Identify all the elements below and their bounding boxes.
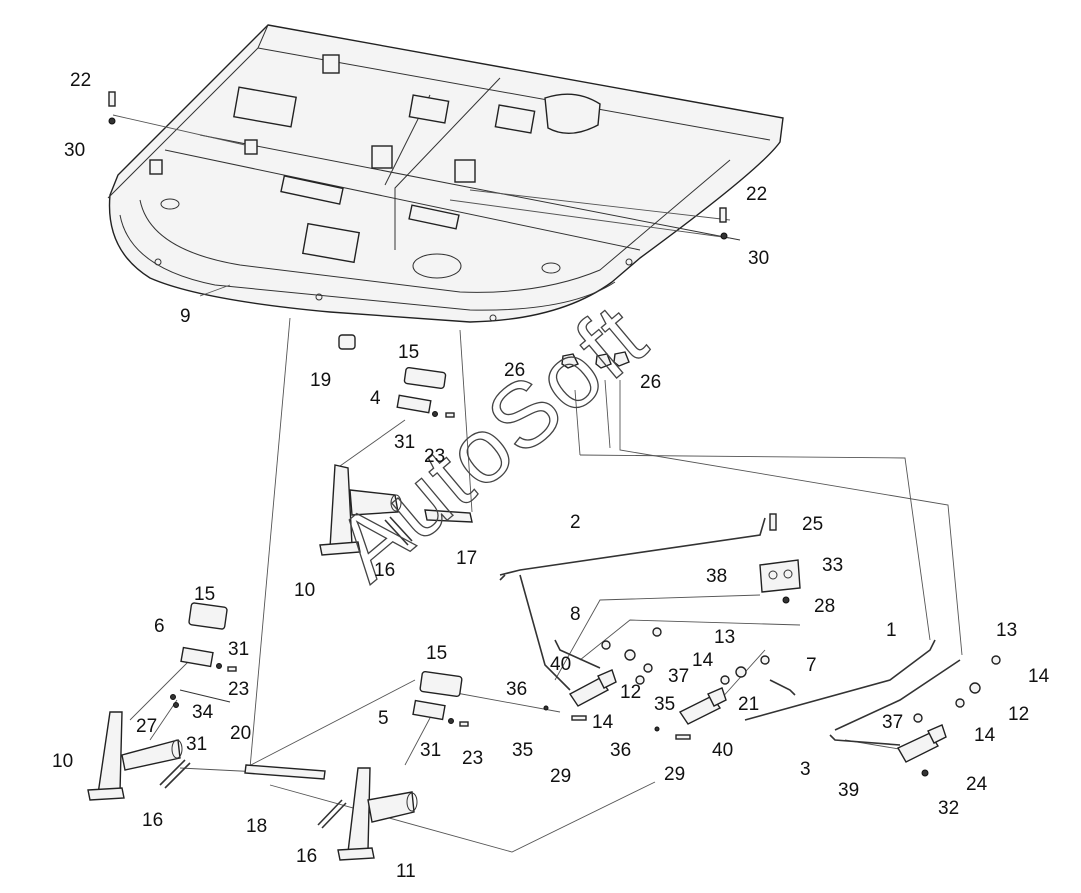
callout-label: 1 — [886, 620, 897, 641]
callout-label: 28 — [814, 596, 835, 617]
callout-label: 23 — [228, 679, 249, 700]
brake-pipes — [499, 517, 961, 746]
callout-label: 40 — [550, 654, 571, 675]
callout-label: 8 — [570, 604, 581, 625]
watermark: AutoSoft — [317, 285, 665, 600]
callout-label: 27 — [136, 716, 157, 737]
callout-label: 21 — [738, 694, 759, 715]
callout-label: 25 — [802, 514, 823, 535]
callout-label: 2 — [570, 512, 581, 533]
callout-label: 7 — [806, 655, 817, 676]
callout-label: 22 — [746, 184, 767, 205]
callout-label: 4 — [370, 388, 381, 409]
callout-label: 22 — [70, 70, 91, 91]
callout-label: 37 — [882, 712, 903, 733]
callout-label: 34 — [192, 702, 214, 723]
callout-label: 20 — [230, 723, 251, 744]
fittings — [601, 627, 1001, 723]
callout-label: 39 — [838, 780, 859, 801]
callout-label: 24 — [966, 774, 988, 795]
callout-label: 16 — [374, 560, 395, 581]
callout-label: 14 — [1028, 666, 1050, 687]
callout-label: 9 — [180, 306, 191, 327]
pedal-assembly-right — [317, 767, 418, 861]
callout-label: 13 — [714, 627, 735, 648]
callout-label: 16 — [142, 810, 163, 831]
callout-label: 18 — [246, 816, 267, 837]
callout-label: 5 — [378, 708, 389, 729]
callout-label: 3 — [800, 759, 811, 780]
hardware-parts — [108, 91, 929, 777]
callout-label: 37 — [668, 666, 689, 687]
callout-label: 36 — [610, 740, 631, 761]
callout-label: 36 — [506, 679, 527, 700]
callout-label: 23 — [424, 446, 445, 467]
callout-label: 15 — [194, 584, 215, 605]
callout-label: 31 — [394, 432, 415, 453]
pedal-assembly-left — [87, 711, 191, 801]
link-rod — [244, 764, 326, 780]
callout-label: 14 — [592, 712, 614, 733]
callout-label: 14 — [692, 650, 714, 671]
callout-label: 23 — [462, 748, 483, 769]
callout-label: 12 — [620, 682, 641, 703]
callout-label: 31 — [228, 639, 249, 660]
callout-label: 11 — [396, 861, 416, 882]
callout-label: 30 — [748, 248, 769, 269]
callout-label: 12 — [1008, 704, 1029, 725]
floor-panel — [107, 24, 784, 323]
callout-label: 17 — [456, 548, 477, 569]
pedal-assembly-upper — [319, 464, 473, 556]
callout-label: 14 — [974, 725, 996, 746]
callout-label: 29 — [664, 764, 685, 785]
master-cylinders — [568, 559, 947, 763]
callout-label: 31 — [186, 734, 207, 755]
callout-label: 31 — [420, 740, 441, 761]
callout-label: 10 — [294, 580, 315, 601]
callout-label: 30 — [64, 140, 85, 161]
callout-label: 10 — [52, 751, 73, 772]
callout-label: 6 — [154, 616, 165, 637]
callout-label: 26 — [504, 360, 525, 381]
callout-label: 15 — [398, 342, 419, 363]
callout-label: 19 — [310, 370, 331, 391]
callout-label: 13 — [996, 620, 1017, 641]
callout-label: 32 — [938, 798, 959, 819]
callout-label: 35 — [654, 694, 675, 715]
callout-label: 29 — [550, 766, 571, 787]
callout-label: 16 — [296, 846, 317, 867]
callout-label: 40 — [712, 740, 733, 761]
callout-label: 26 — [640, 372, 661, 393]
callout-label: 38 — [706, 566, 727, 587]
callout-label: 33 — [822, 555, 843, 576]
leader-lines — [112, 114, 963, 853]
callout-label: 15 — [426, 643, 447, 664]
callout-label: 35 — [512, 740, 533, 761]
